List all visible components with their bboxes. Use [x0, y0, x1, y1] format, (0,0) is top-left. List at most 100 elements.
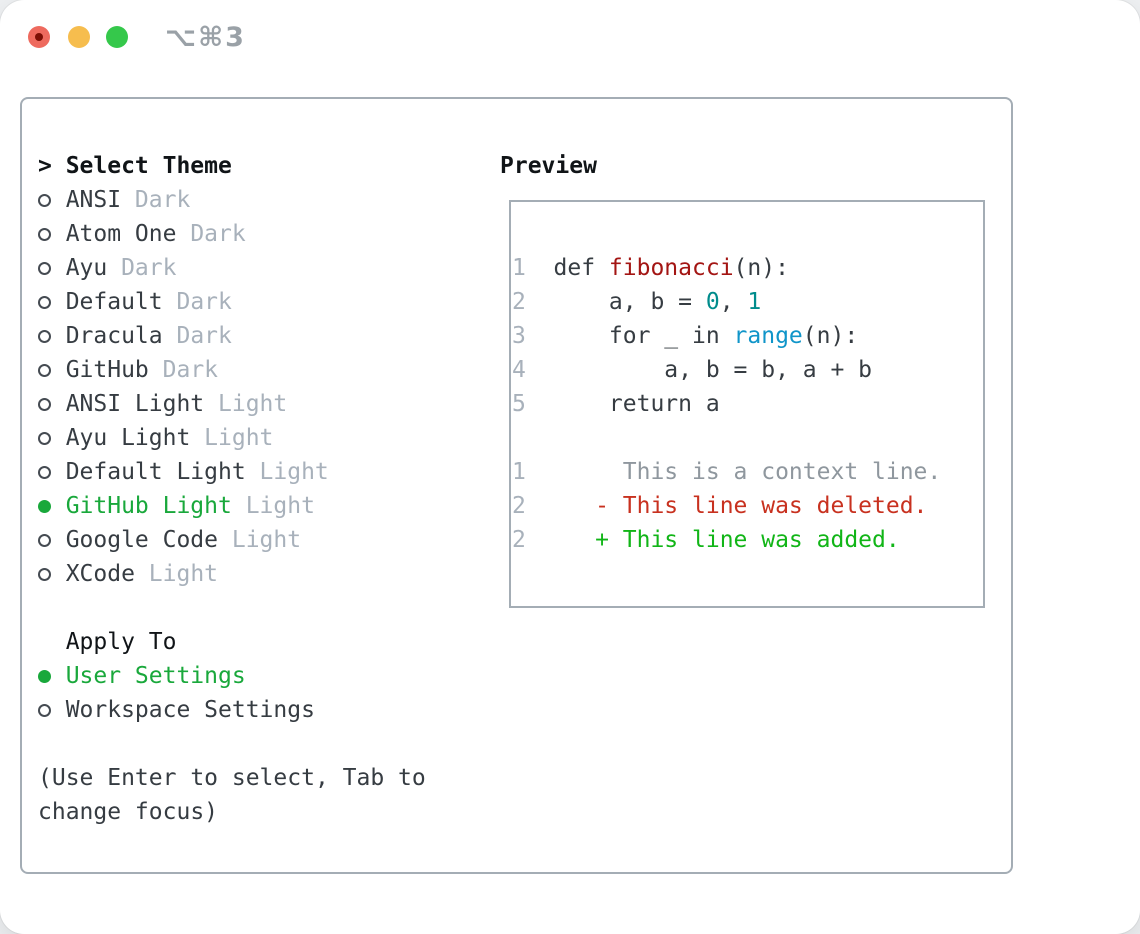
- code-segment: range: [733, 323, 803, 349]
- theme-option-xcode[interactable]: XCode Light: [38, 557, 426, 591]
- theme-variant: Light: [218, 391, 288, 417]
- code-segment: def: [553, 255, 609, 281]
- radio-icon: [38, 194, 51, 207]
- line-number: 2: [512, 493, 526, 519]
- code-segment: 1: [747, 289, 762, 315]
- help-text: (Use Enter to select, Tab to change focu…: [38, 761, 426, 829]
- zoom-button[interactable]: [106, 26, 128, 48]
- line-number: 2: [512, 289, 526, 315]
- theme-option-default-light[interactable]: Default Light Light: [38, 455, 426, 489]
- window-title: ⌥⌘3: [165, 22, 246, 53]
- code-segment: ,: [719, 289, 748, 315]
- line-number: 3: [512, 323, 526, 349]
- minimize-button[interactable]: [68, 26, 90, 48]
- code-segment: This is a context line.: [553, 459, 942, 485]
- preview-line: 2 a, b = 0, 1: [512, 285, 977, 319]
- help-line-2: change focus): [38, 799, 219, 825]
- theme-variant: Dark: [176, 323, 232, 349]
- radio-selected-icon: [38, 500, 51, 513]
- radio-icon: [38, 330, 51, 343]
- theme-option-ansi-light[interactable]: ANSI Light Light: [38, 387, 426, 421]
- theme-name: Default: [65, 289, 163, 315]
- theme-variant: Light: [231, 527, 302, 553]
- theme-option-dracula[interactable]: Dracula Dark: [38, 319, 426, 353]
- apply-option-user-settings[interactable]: User Settings: [38, 659, 426, 693]
- theme-name: ANSI Light: [65, 391, 205, 417]
- theme-name: GitHub Light: [65, 493, 232, 519]
- theme-name: Atom One: [65, 221, 177, 247]
- code-segment: for _ in: [553, 323, 734, 349]
- preview-line: 3 for _ in range(n):: [512, 319, 977, 353]
- radio-icon: [38, 262, 51, 275]
- radio-icon: [38, 534, 51, 547]
- preview-header: Preview: [500, 153, 597, 179]
- code-segment: - This line was deleted.: [553, 493, 928, 519]
- close-button[interactable]: [28, 26, 50, 48]
- preview-line: 5 return a: [512, 387, 977, 421]
- select-theme-header: > Select Theme: [38, 149, 426, 183]
- preview-line: [512, 421, 977, 455]
- theme-option-github-light[interactable]: GitHub Light Light: [38, 489, 426, 523]
- line-number: 2: [512, 527, 526, 553]
- radio-icon: [38, 432, 51, 445]
- radio-icon: [38, 228, 51, 241]
- theme-variant: Light: [204, 425, 274, 451]
- prompt-caret-icon: >: [38, 153, 52, 179]
- theme-option-default[interactable]: Default Dark: [38, 285, 426, 319]
- code-segment: a, b =: [553, 289, 706, 315]
- theme-variant: Dark: [176, 289, 232, 315]
- theme-option-ayu[interactable]: Ayu Dark: [38, 251, 426, 285]
- theme-name: Dracula: [65, 323, 163, 349]
- select-theme-label: Select Theme: [65, 153, 232, 179]
- theme-variant: Light: [259, 459, 329, 485]
- code-segment: (n):: [733, 255, 789, 281]
- radio-icon: [38, 296, 51, 309]
- radio-icon: [38, 568, 51, 581]
- code-segment: + This line was added.: [553, 527, 900, 553]
- line-number: 1: [512, 459, 526, 485]
- code-segment: 0: [705, 289, 720, 315]
- line-number: 5: [512, 391, 526, 417]
- theme-name: GitHub: [65, 357, 149, 383]
- theme-variant: Dark: [134, 187, 191, 213]
- preview-line: 2 - This line was deleted.: [512, 489, 977, 523]
- theme-variant: Dark: [190, 221, 246, 247]
- theme-variant: Dark: [162, 357, 219, 383]
- radio-icon: [38, 704, 51, 717]
- apply-option-label: User Settings: [65, 663, 246, 689]
- help-line-1: (Use Enter to select, Tab to: [38, 765, 426, 791]
- theme-option-github[interactable]: GitHub Dark: [38, 353, 426, 387]
- theme-variant: Light: [148, 561, 219, 587]
- radio-icon: [38, 364, 51, 377]
- code-segment: a, b = b, a + b: [553, 357, 873, 383]
- theme-name: Ayu: [65, 255, 108, 281]
- theme-name: XCode: [65, 561, 135, 587]
- theme-option-google-code[interactable]: Google Code Light: [38, 523, 426, 557]
- apply-to-label: Apply To: [65, 629, 177, 655]
- theme-name: Google Code: [65, 527, 219, 553]
- preview-line: 2 + This line was added.: [512, 523, 977, 557]
- theme-name: Default Light: [65, 459, 246, 485]
- apply-option-workspace-settings[interactable]: Workspace Settings: [38, 693, 426, 727]
- radio-icon: [38, 466, 51, 479]
- preview-line: 4 a, b = b, a + b: [512, 353, 977, 387]
- code-segment: fibonacci: [608, 255, 734, 281]
- theme-variant: Dark: [121, 255, 177, 281]
- code-segment: (n):: [802, 323, 859, 349]
- theme-option-atom-one[interactable]: Atom One Dark: [38, 217, 426, 251]
- preview-line: 1 This is a context line.: [512, 455, 977, 489]
- radio-selected-icon: [38, 670, 51, 683]
- radio-icon: [38, 398, 51, 411]
- theme-variant: Light: [245, 493, 315, 519]
